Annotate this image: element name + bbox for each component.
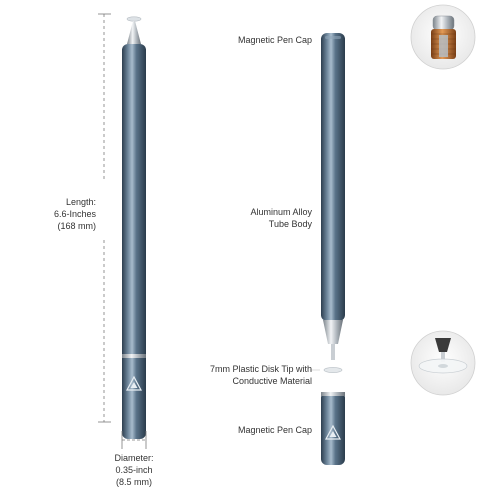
tip-line1: 7mm Plastic Disk Tip with <box>209 364 312 374</box>
tip-line2: Conductive Material <box>232 376 312 386</box>
diameter-line1: Diameter: <box>114 453 154 463</box>
diameter-dimension-line <box>121 431 147 449</box>
diameter-line2: 0.35-inch <box>115 465 153 475</box>
body-line2: Tube Body <box>268 219 312 229</box>
disk-tip-right <box>323 367 343 373</box>
pen-barrel-capped <box>321 33 345 321</box>
pen-cap-bottom <box>321 392 345 465</box>
stylus-pen-right <box>321 33 345 465</box>
length-line2: 6.6-Inches <box>53 209 96 219</box>
length-line3: (168 mm) <box>57 221 96 231</box>
diameter-label: Diameter: 0.35-inch (8.5 mm) <box>96 452 172 488</box>
length-label: Length: 6.6-Inches (168 mm) <box>30 196 96 232</box>
tip-label: 7mm Plastic Disk Tip with Conductive Mat… <box>180 363 312 387</box>
tip-cone-right <box>323 320 343 344</box>
diameter-line3: (8.5 mm) <box>116 477 152 487</box>
triangle-logo-icon <box>324 424 342 440</box>
tip-stem <box>331 344 335 360</box>
body-line1: Aluminum Alloy <box>250 207 312 217</box>
pen-barrel <box>122 44 146 439</box>
disk-tip <box>126 16 142 22</box>
tip-cone <box>127 21 141 44</box>
cap-bottom-label: Magnetic Pen Cap <box>237 425 312 435</box>
length-line1: Length: <box>65 197 96 207</box>
length-dimension-line <box>98 13 111 423</box>
body-label: Aluminum Alloy Tube Body <box>196 206 312 230</box>
magnet-coil-icon <box>410 4 476 70</box>
triangle-logo-icon <box>125 375 143 391</box>
disk-tip-icon <box>410 330 476 396</box>
cap-top-label: Magnetic Pen Cap <box>237 35 312 45</box>
chrome-ring <box>122 354 146 358</box>
stylus-pen-left <box>122 16 146 439</box>
